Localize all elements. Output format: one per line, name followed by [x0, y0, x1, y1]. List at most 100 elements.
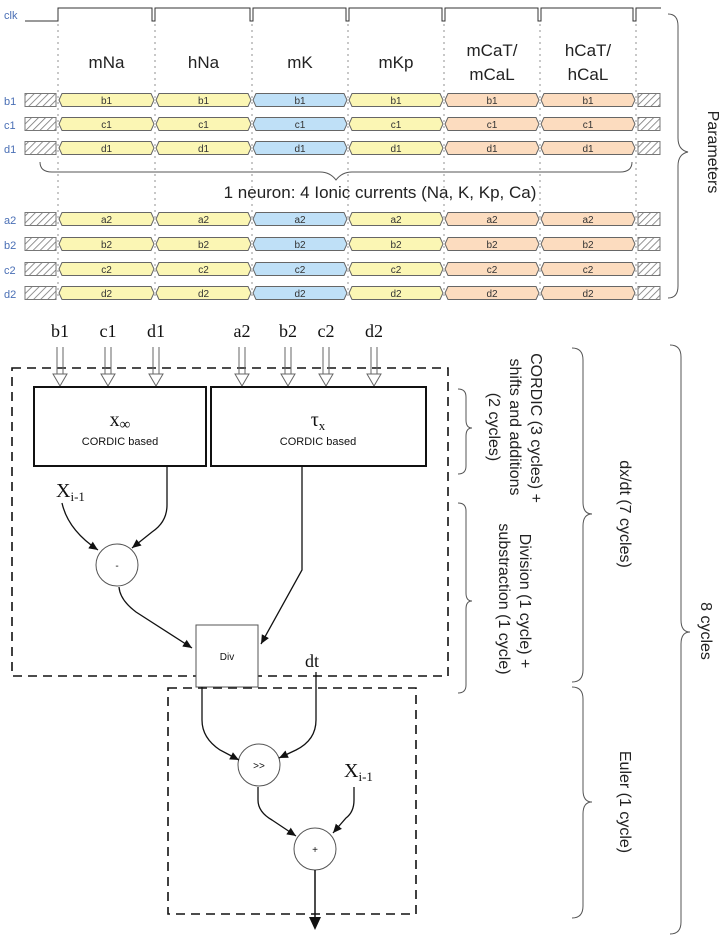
cell-label-a2-5: a2 — [582, 215, 594, 226]
x-inf-symbol: x — [110, 409, 120, 431]
idle-hatch-start — [24, 117, 57, 131]
cell-c1-0 — [58, 117, 155, 131]
idle-hatch-end — [637, 117, 661, 131]
cell-label-c2-2: c2 — [295, 265, 306, 276]
cell-d1-5 — [540, 141, 636, 155]
cell-label-d2-2: d2 — [294, 289, 306, 300]
cell-a2-4 — [444, 212, 540, 226]
cell-c1-3 — [348, 117, 444, 131]
cell-label-d1-5: d1 — [582, 144, 594, 155]
svg-text:τx: τx — [311, 409, 326, 433]
input-b1: b1 — [51, 321, 69, 341]
idle-hatch-start — [24, 262, 57, 276]
x-prev-symbol: X — [56, 480, 71, 502]
inputs-left: b1 c1 d1 — [51, 321, 165, 341]
cell-c1-2 — [252, 117, 348, 131]
cell-label-a2-4: a2 — [486, 215, 498, 226]
cell-d1-1 — [155, 141, 252, 155]
idle-hatch-end — [637, 93, 661, 107]
tau-block — [210, 386, 427, 467]
clk-label: clk — [4, 10, 18, 22]
cell-label-b1-0: b1 — [101, 96, 113, 107]
cell-a2-5 — [540, 212, 636, 226]
column-header-1: hNa — [188, 53, 220, 72]
column-header-4: mCaT/mCaL — [467, 41, 518, 84]
wire-xinf-to-sub — [131, 466, 168, 549]
divide-label: Div — [220, 652, 234, 663]
signal-label-a2: a2 — [4, 215, 16, 227]
input-arrow-2 — [148, 347, 164, 387]
input-arrow-6 — [366, 347, 382, 387]
parameters-label: Parameters — [704, 111, 721, 194]
cell-b1-2 — [252, 93, 348, 107]
cordic-annotation: CORDIC (3 cycles) + — [527, 353, 544, 503]
cell-label-b1-5: b1 — [582, 96, 594, 107]
annotations: CORDIC (3 cycles) + shifts and additions… — [457, 344, 714, 935]
column-header-0: mNa — [89, 53, 125, 72]
cell-label-c1-4: c1 — [487, 120, 498, 131]
input-c2: c2 — [318, 321, 335, 341]
cell-label-b1-3: b1 — [390, 96, 402, 107]
cell-label-c1-2: c1 — [295, 120, 306, 131]
wires — [61, 466, 355, 837]
column-header-5: hCaT/hCaL — [565, 41, 612, 84]
wire-shift-to-add — [257, 787, 297, 837]
cell-label-d2-4: d2 — [486, 289, 498, 300]
cell-d1-4 — [444, 141, 540, 155]
cell-b1-1 — [155, 93, 252, 107]
cell-label-d2-3: d2 — [390, 289, 402, 300]
signal-label-b2: b2 — [4, 240, 16, 252]
x-inf-sub: ∞ — [120, 417, 131, 433]
cell-d2-2 — [252, 286, 348, 300]
x-prev2-symbol: X — [344, 760, 359, 782]
idle-hatch-start — [24, 286, 57, 300]
tau-caption: CORDIC based — [280, 436, 356, 448]
cell-d1-0 — [58, 141, 155, 155]
svg-text:x∞: x∞ — [110, 409, 131, 433]
cell-label-b2-0: b2 — [101, 240, 113, 251]
wire-xprev-to-sub — [61, 502, 99, 551]
svg-text:Xi-1: Xi-1 — [56, 480, 85, 504]
x-inf-caption: CORDIC based — [82, 436, 158, 448]
cordic-brace — [457, 388, 473, 475]
cell-b2-5 — [540, 237, 636, 251]
cell-b2-0 — [58, 237, 155, 251]
input-arrow-4 — [280, 347, 296, 387]
cell-label-b2-1: b2 — [198, 240, 210, 251]
idle-hatch-start — [24, 237, 57, 251]
cell-label-d1-0: d1 — [101, 144, 113, 155]
add-op: + — [312, 845, 318, 856]
cell-label-d1-3: d1 — [390, 144, 402, 155]
cell-label-a2-0: a2 — [101, 215, 113, 226]
idle-hatch-end — [637, 262, 661, 276]
cell-label-c2-3: c2 — [391, 265, 402, 276]
column-header-3: mKp — [379, 53, 414, 72]
division-brace — [457, 502, 473, 694]
cell-b2-4 — [444, 237, 540, 251]
cell-a2-1 — [155, 212, 252, 226]
cell-d1-2 — [252, 141, 348, 155]
cell-b2-1 — [155, 237, 252, 251]
cell-c2-0 — [58, 262, 155, 276]
cell-d2-4 — [444, 286, 540, 300]
divide-block — [195, 624, 259, 688]
wire-sub-to-div — [118, 586, 193, 649]
cell-label-c1-0: c1 — [101, 120, 112, 131]
subtract-node — [95, 543, 139, 587]
cell-b1-5 — [540, 93, 636, 107]
cell-c2-5 — [540, 262, 636, 276]
shift-node — [237, 743, 281, 787]
signal-label-c2: c2 — [4, 265, 16, 277]
cell-c1-4 — [444, 117, 540, 131]
euler-annotation: Euler (1 cycle) — [616, 751, 633, 853]
total-brace — [669, 344, 691, 935]
idle-hatch-start — [24, 93, 57, 107]
x-prev2-sub: i-1 — [358, 769, 372, 784]
cell-label-c1-3: c1 — [391, 120, 402, 131]
neuron-description: 1 neuron: 4 Ionic currents (Na, K, Kp, C… — [224, 183, 537, 202]
